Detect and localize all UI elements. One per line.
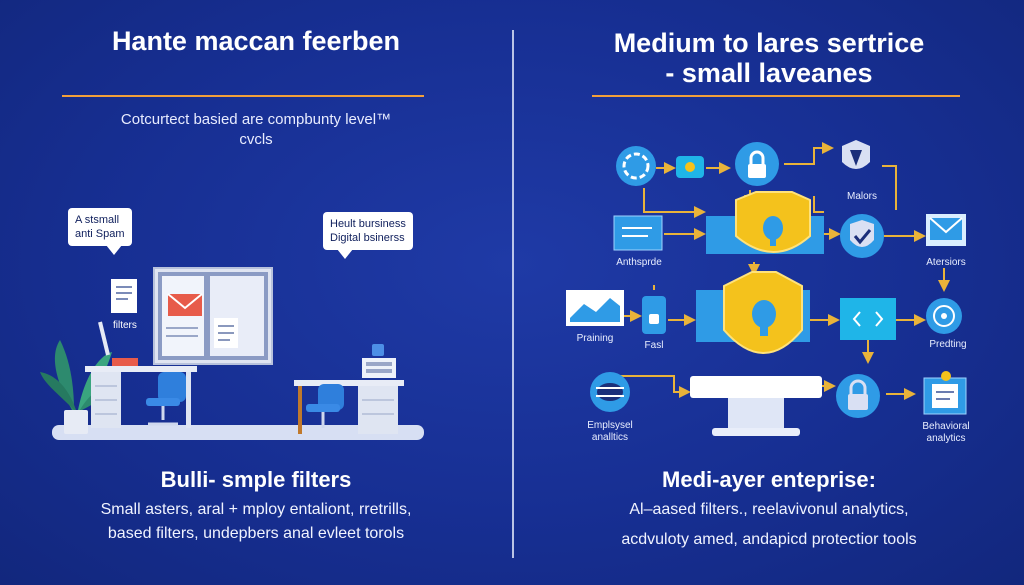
pen-icon xyxy=(98,321,110,356)
device-stack-icon xyxy=(362,344,396,378)
malors-shield-icon xyxy=(842,140,870,169)
code-node-icon xyxy=(840,298,896,340)
node-label-fasl: Fasl xyxy=(644,340,664,351)
bubble1-line2: anti Spam xyxy=(75,228,125,240)
behavioral-line2: analytics xyxy=(926,433,966,444)
connector xyxy=(643,188,706,218)
security-architecture-diagram xyxy=(566,140,967,436)
connector-lines xyxy=(614,142,950,400)
floor-strip xyxy=(52,425,424,440)
bubble2-line2: Digital bsinerss xyxy=(330,232,405,244)
left-title-rule xyxy=(62,95,424,97)
left-desk xyxy=(85,358,197,428)
office-chair-right xyxy=(306,384,344,428)
network-node-icon xyxy=(616,146,656,186)
right-desc-line1: Al–aased filters., reelavivonul analytic… xyxy=(629,501,909,518)
predting-brain-icon xyxy=(926,298,962,334)
connector xyxy=(813,196,824,213)
checkmark-shield-icon xyxy=(840,214,884,258)
main-shield-icon xyxy=(696,271,810,354)
padlock-node-icon xyxy=(836,374,880,418)
praining-chart-icon xyxy=(566,290,624,326)
employsel-globe-icon xyxy=(590,372,630,412)
office-scene-illustration xyxy=(40,267,424,440)
right-desc-line2: acdvuloty amed, andapicd protectior tool… xyxy=(621,531,917,548)
employsel-line2: analltics xyxy=(591,432,629,443)
chat-node-icon xyxy=(676,156,704,178)
employsel-line1: Emplsysel xyxy=(587,420,633,431)
node-label-malors: Malors xyxy=(846,191,877,202)
node-label-behavioral: Behavioral analytics xyxy=(910,421,982,445)
bubble2-line1: Heult bursiness xyxy=(330,218,406,230)
left-subtitle-line2: cvcls xyxy=(239,131,273,148)
right-heading: Medi-ayer enteprise: xyxy=(662,467,876,492)
left-desc-line2: based filters, undepbers anal evleet tor… xyxy=(107,525,405,542)
atersiors-mail-icon xyxy=(926,214,966,246)
speech-bubble-business: Heult bursiness Digital bsinerss xyxy=(323,212,413,259)
behavioral-document-icon xyxy=(923,371,967,415)
right-desk xyxy=(294,380,404,434)
node-label-employsel: Emplsysel analltics xyxy=(574,420,646,444)
right-title-rule xyxy=(592,95,960,97)
bubble1-line1: A stsmall xyxy=(75,214,120,226)
panel-divider xyxy=(512,30,514,558)
right-title-line2: - small laveanes xyxy=(665,58,873,88)
connector xyxy=(882,165,897,210)
right-title-line1: Medium to lares sertrice xyxy=(613,28,925,58)
office-chair xyxy=(146,372,186,426)
left-desc-line1: Small asters, aral + mploy entaliont, rr… xyxy=(100,501,412,518)
left-title: Hante maccan feerben xyxy=(111,26,401,56)
filters-label: filters xyxy=(113,320,137,331)
central-monitor-icon xyxy=(690,376,822,436)
node-label-atersiors: Atersiors xyxy=(926,257,966,268)
behavioral-line1: Behavioral xyxy=(922,421,970,432)
node-label-predting: Predting xyxy=(929,339,967,350)
document-icon xyxy=(111,279,137,313)
left-panel: Hante maccan feerben Cotcurtect basied a… xyxy=(40,26,424,542)
shield-node-small-icon xyxy=(706,191,824,254)
speech-bubble-small-antispam: A stsmall anti Spam xyxy=(68,208,132,255)
node-label-praining: Praining xyxy=(576,333,614,344)
connector xyxy=(784,142,834,165)
node-label-antispide: Anthsprde xyxy=(616,257,662,268)
left-heading: Bulli- smple filters xyxy=(160,467,352,492)
lock-node-icon xyxy=(735,142,779,186)
monitor-email-icon xyxy=(153,267,273,365)
fasl-phone-icon xyxy=(642,296,666,334)
antispide-monitor-icon xyxy=(613,215,663,251)
left-subtitle-line1: Cotcurtect basied are compbunty level™ xyxy=(120,111,392,128)
connector xyxy=(614,375,691,398)
right-panel: Medium to lares sertrice - small laveane… xyxy=(514,0,1024,585)
